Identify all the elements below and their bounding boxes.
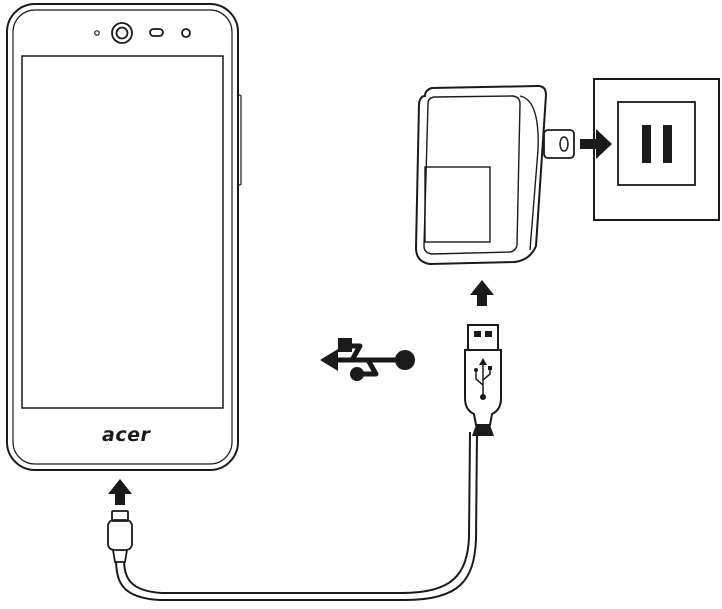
phone-brand-logo: acer <box>102 424 151 446</box>
front-camera-icon <box>111 22 133 44</box>
outlet-slot-left <box>642 125 651 163</box>
arrow-up-icon <box>108 479 132 505</box>
usb-icon <box>320 338 415 381</box>
outlet-plate <box>593 78 720 221</box>
usb-a-plug <box>467 324 499 351</box>
smartphone <box>6 3 242 471</box>
earpiece-icon <box>149 28 164 37</box>
usb-a-contact-right <box>485 331 492 337</box>
adapter-label <box>424 166 491 243</box>
outlet-slot-right <box>663 125 672 163</box>
micro-usb-housing <box>107 519 133 551</box>
adapter-prong-hole <box>559 136 569 152</box>
front-camera-lens-icon <box>115 26 129 40</box>
adapter-side-edge <box>519 95 539 251</box>
micro-usb-connector <box>107 510 133 563</box>
phone-screen <box>21 55 224 409</box>
usb-a-strain-relief <box>472 425 494 436</box>
usb-trident-small-icon <box>474 358 492 400</box>
usb-a-connector <box>464 324 502 436</box>
phone-body <box>6 3 239 471</box>
usb-cable <box>115 431 478 601</box>
arrow-up-icon <box>470 280 494 306</box>
phone-side-button <box>237 94 242 186</box>
proximity-sensor-icon <box>94 30 100 36</box>
usb-a-contact-left <box>474 331 481 337</box>
wall-outlet <box>593 78 720 221</box>
micro-usb-tip <box>111 510 129 522</box>
power-adapter <box>414 84 575 266</box>
micro-usb-strain-relief <box>112 549 128 563</box>
adapter-prong <box>543 129 575 159</box>
phone-bezel <box>12 9 233 465</box>
adapter-body <box>414 84 548 266</box>
outlet-socket <box>617 101 696 186</box>
light-sensor-icon <box>181 28 191 38</box>
adapter-front-face <box>423 95 521 255</box>
arrow-right-icon <box>580 129 612 159</box>
outlet-slots <box>642 125 672 163</box>
